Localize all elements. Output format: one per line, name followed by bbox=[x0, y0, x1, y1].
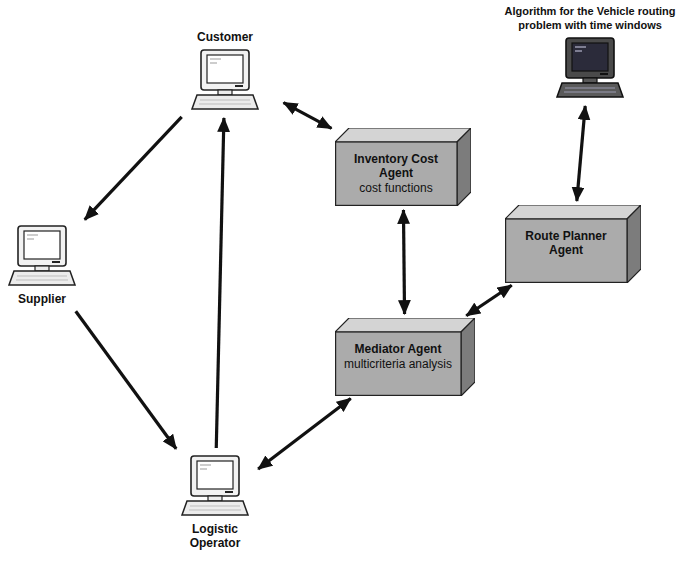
computer-node: Customer bbox=[170, 28, 280, 114]
agent-box: Mediator Agentmulticriteria analysis bbox=[335, 318, 475, 396]
box-text-area: Inventory Cost Agentcost functions bbox=[335, 142, 457, 206]
node-label: Logistic Operator bbox=[175, 520, 255, 552]
connector-arrow bbox=[403, 210, 404, 314]
agent-function: multicriteria analysis bbox=[343, 357, 453, 371]
connector-arrow bbox=[258, 398, 351, 469]
connector-arrow bbox=[577, 106, 585, 201]
connector-arrow bbox=[85, 117, 182, 220]
box-text-area: Route Planner Agent bbox=[505, 219, 627, 283]
node-label: Supplier bbox=[18, 290, 66, 308]
node-label: Algorithm for the Vehicle routing proble… bbox=[498, 2, 682, 34]
computer-icon bbox=[181, 454, 249, 518]
computer-icon bbox=[8, 224, 76, 288]
agent-box: Route Planner Agent bbox=[505, 205, 641, 283]
computer-icon bbox=[556, 36, 624, 100]
connector-arrow bbox=[76, 311, 176, 449]
agent-box: Inventory Cost Agentcost functions bbox=[335, 128, 471, 206]
agent-function: cost functions bbox=[343, 181, 449, 195]
computer-node: Logistic Operator bbox=[175, 452, 255, 552]
computer-icon bbox=[191, 48, 259, 112]
node-label: Customer bbox=[197, 28, 253, 46]
agent-name: Inventory Cost Agent bbox=[343, 152, 449, 180]
computer-node: Supplier bbox=[2, 222, 82, 308]
computer-node: Algorithm for the Vehicle routing proble… bbox=[498, 2, 682, 102]
connector-arrow bbox=[284, 103, 332, 129]
agent-name: Route Planner Agent bbox=[513, 229, 619, 257]
connector-arrow bbox=[216, 118, 224, 448]
agent-name: Mediator Agent bbox=[343, 342, 453, 356]
connector-arrow bbox=[466, 285, 511, 316]
box-text-area: Mediator Agentmulticriteria analysis bbox=[335, 332, 461, 396]
